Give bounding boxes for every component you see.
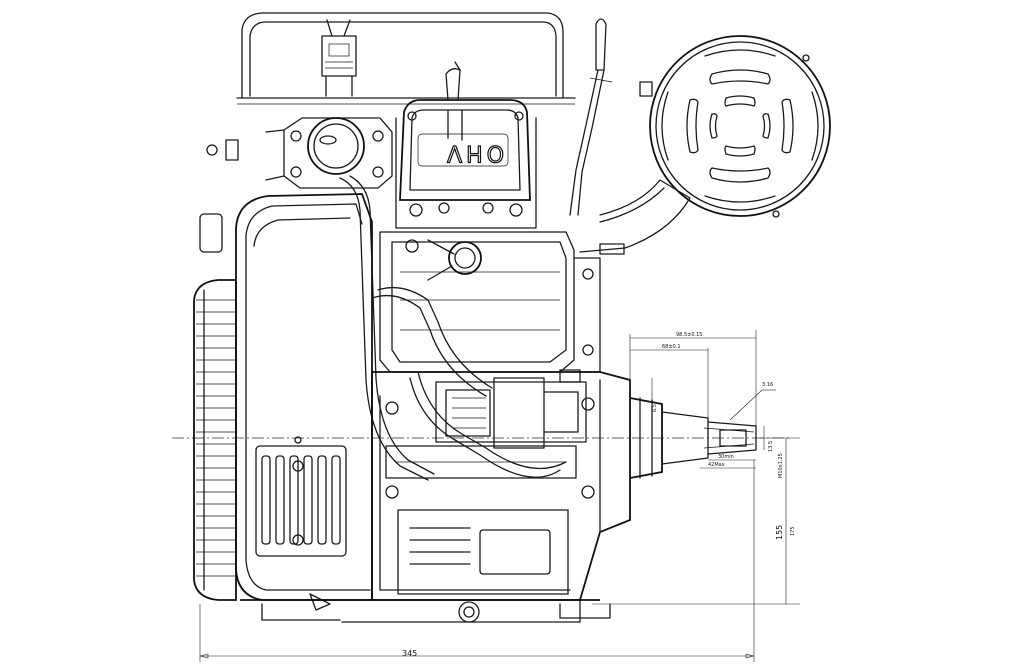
dim-flange-shaft: 98.5±0.15 xyxy=(676,332,702,338)
output-shaft xyxy=(629,397,757,479)
tank-latch xyxy=(321,19,357,97)
base-mount xyxy=(240,599,611,621)
spark-plug-cap xyxy=(405,239,482,281)
flywheel-screen xyxy=(193,279,237,601)
crankcase xyxy=(371,371,631,601)
dim-thread: M10x1.25 xyxy=(778,453,784,478)
intake-pipe xyxy=(579,179,691,255)
dim-taper-a: 30min xyxy=(718,454,734,460)
valve-cover xyxy=(395,61,537,229)
dim-width-total: 345 xyxy=(402,649,417,658)
dimension-lines xyxy=(199,330,800,662)
dim-height-low: 155 xyxy=(775,525,784,540)
air-filter xyxy=(639,35,831,218)
starter-motor xyxy=(435,369,587,449)
dipstick xyxy=(569,18,613,216)
cylinder-block xyxy=(379,231,601,373)
cooling-grille xyxy=(255,436,347,557)
fuel-hose xyxy=(339,175,567,481)
drain-plug xyxy=(309,593,581,623)
dim-height-low-sub: 175 xyxy=(790,526,796,536)
dim-flange-keyway: 68±0.1 xyxy=(662,344,681,350)
fuel-pump xyxy=(265,117,393,189)
fuel-tank xyxy=(236,12,576,105)
dim-chamfer: 3.16 xyxy=(762,382,773,388)
dim-taper-b: 42Max xyxy=(708,462,725,468)
ohv-label: OHV xyxy=(443,140,504,165)
dim-small-a: 6.5 xyxy=(652,404,658,412)
dim-small-b: 13.5 xyxy=(768,441,774,452)
